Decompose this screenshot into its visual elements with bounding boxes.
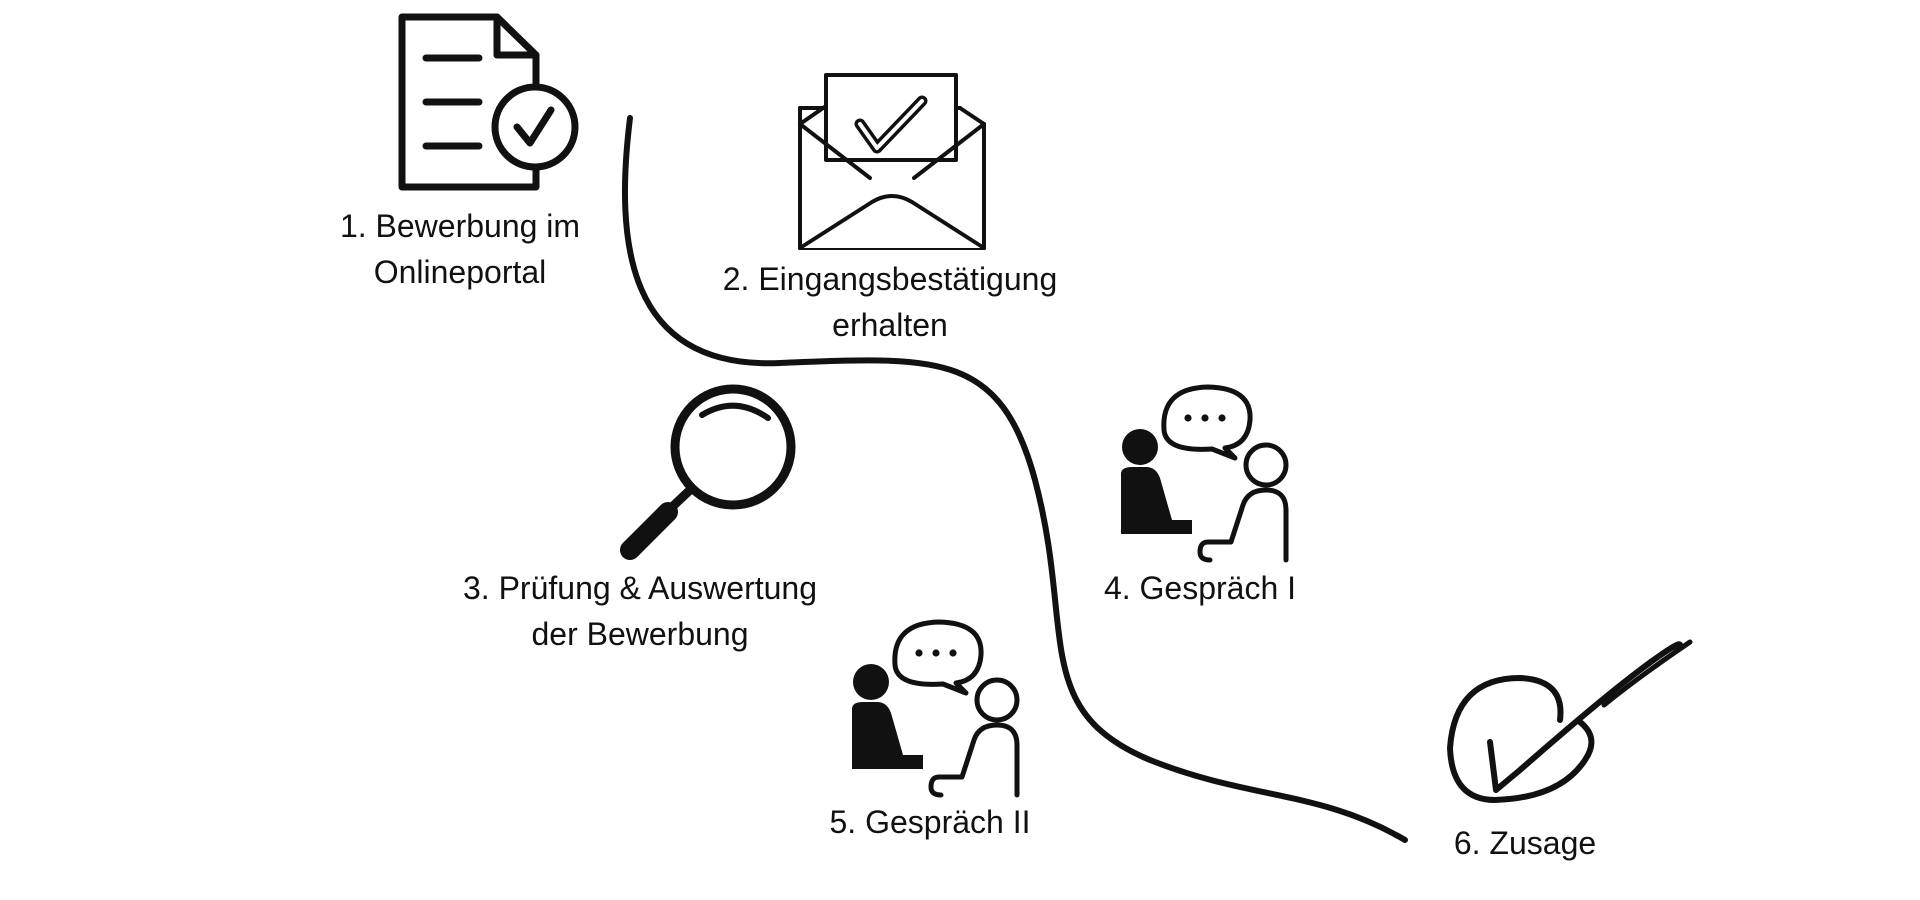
step-label-2: 2. Eingangsbestätigung erhalten (690, 256, 1090, 348)
step-label-line: 4. Gespräch I (1103, 570, 1297, 606)
flow-path (621, 115, 1408, 843)
step-label-4: 4. Gespräch I (1060, 565, 1340, 611)
step-label-line: 5. Gespräch II (829, 804, 1031, 840)
conversation-icon (1121, 384, 1289, 563)
document-check-icon (398, 13, 579, 191)
step-label-3: 3. Prüfung & Auswertung der Bewerbung (420, 565, 860, 657)
step-label-line: 2. Eingangsbestätigung (722, 261, 1058, 297)
magnifying-glass-icon (620, 384, 796, 560)
step-label-1: 1. Bewerbung im Onlineportal (300, 203, 620, 295)
step-label-line: der Bewerbung (531, 616, 749, 652)
step-label-line: 1. Bewerbung im (339, 208, 581, 244)
circled-checkmark-icon (1447, 639, 1693, 803)
step-label-line: erhalten (832, 307, 948, 343)
step-label-line: 6. Zusage (1453, 825, 1597, 861)
envelope-check-icon (798, 73, 986, 250)
conversation-icon (852, 619, 1020, 798)
step-label-line: Onlineportal (373, 254, 547, 290)
step-label-line: 3. Prüfung & Auswertung (463, 570, 817, 606)
step-label-5: 5. Gespräch II (780, 799, 1080, 845)
step-label-6: 6. Zusage (1400, 820, 1650, 866)
